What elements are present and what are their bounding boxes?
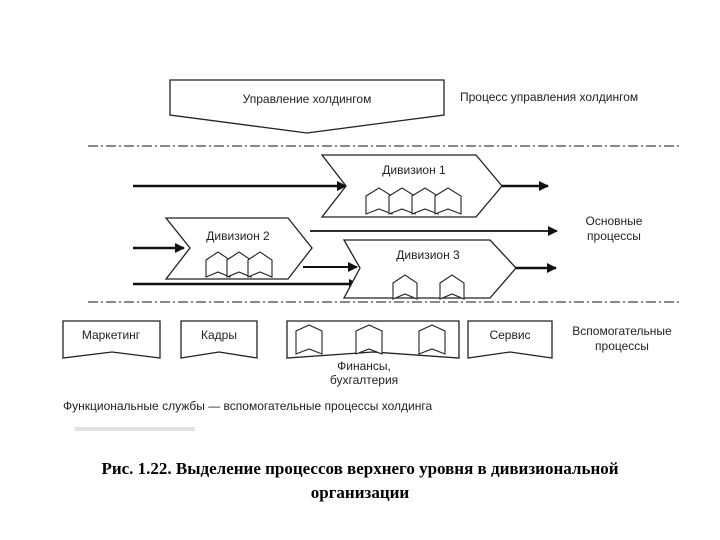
hr-label: Кадры [201,328,237,342]
support-processes-label-line1: Вспомогательные [572,324,672,338]
division-1-label: Дивизион 1 [382,163,446,177]
division-1-subprocess-icons [365,187,462,215]
division-2-subprocess-icons [205,251,273,278]
division-2-chevron [164,217,313,280]
hr-box [180,320,258,359]
functional-services-note: Функциональные службы — вспомогательные … [63,399,432,413]
faded-text-remnant [75,427,195,431]
division-3-subprocess-icons [392,274,465,300]
figure-caption: Рис. 1.22. Выделение процессов верхнего … [40,457,680,505]
holding-management-shape [169,79,445,134]
main-processes-label-line1: Основные [586,214,643,228]
holding-management-process-label: Процесс управления холдингом [460,90,638,104]
marketing-box [62,320,161,359]
caption-line-2: организации [310,483,410,502]
division-3-chevron [342,239,517,299]
division-3-label: Дивизион 3 [396,248,460,262]
marketing-label: Маркетинг [82,328,141,342]
caption-line-1: Рис. 1.22. Выделение процессов верхнего … [101,459,619,478]
division-2-label: Дивизион 2 [206,229,270,243]
service-label: Сервис [489,328,530,342]
support-processes-label-line2: процессы [595,339,649,353]
service-box [467,320,553,359]
main-processes-label-line2: процессы [587,229,641,243]
finance-label-line1: Финансы, [337,359,391,373]
holding-management-label: Управление холдингом [243,92,372,106]
finance-subprocess-icons [295,324,446,355]
finance-label-line2: бухгалтерия [330,373,398,387]
